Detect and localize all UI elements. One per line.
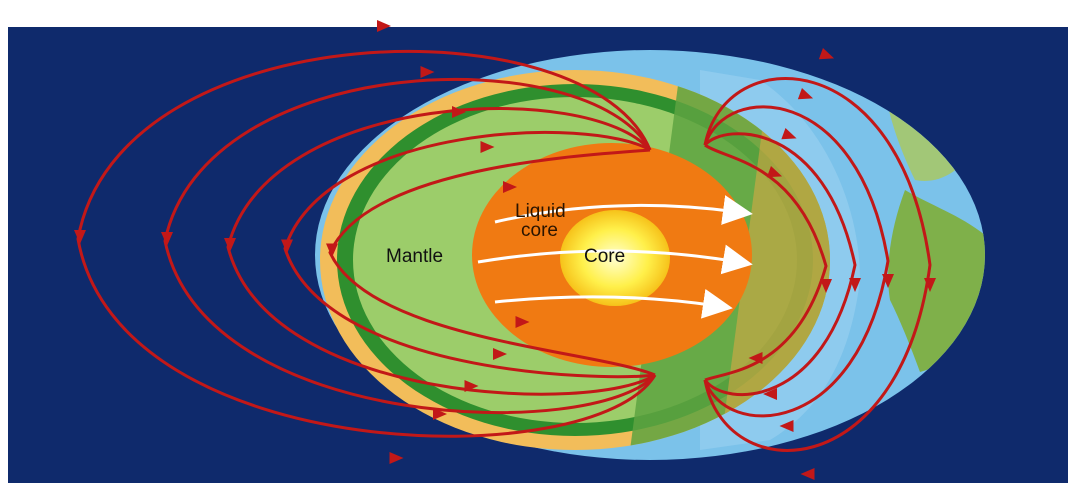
field-line-arrow-icon	[281, 239, 293, 254]
field-line-arrow-icon	[74, 230, 86, 244]
field-line-arrow-icon	[503, 181, 517, 193]
inner-core	[560, 210, 670, 306]
field-line-arrow-icon	[779, 420, 794, 432]
continent-africa	[888, 190, 985, 372]
field-line-arrow-icon	[748, 352, 763, 364]
field-line	[703, 105, 890, 418]
label-liquid-core-line1: Liquid	[515, 201, 566, 222]
field-line-arrow-icon	[377, 20, 391, 32]
field-line-arrow-icon	[763, 388, 777, 400]
field-line-arrow-icon	[326, 243, 338, 258]
field-line-arrow-icon	[800, 468, 815, 480]
field-line-arrow-icon	[464, 380, 479, 392]
field-line-arrow-icon	[515, 316, 530, 328]
field-line-arrow-icon	[493, 348, 507, 360]
field-line	[703, 132, 857, 397]
convection-arrow-icon	[494, 195, 753, 225]
field-line-arrow-icon	[781, 127, 797, 140]
field-line-arrow-icon	[849, 278, 861, 292]
field-line	[704, 143, 828, 382]
field-line-arrow-icon	[820, 279, 832, 293]
convection-arrows	[477, 195, 753, 319]
field-line-arrow-icon	[882, 274, 894, 288]
earth-cutaway	[320, 70, 830, 450]
label-mantle: Mantle	[386, 246, 443, 267]
field-line-arrow-icon	[480, 141, 495, 153]
labels: Liquid core Mantle Core	[386, 201, 625, 267]
convection-arrow-icon	[494, 288, 733, 319]
label-core: Core	[584, 246, 625, 267]
field-line-arrow-icon	[797, 87, 814, 100]
field-line-arrow-icon	[389, 452, 404, 464]
field-line-arrow-icon	[420, 66, 435, 78]
label-liquid-core-line2: core	[521, 220, 558, 241]
field-line-arrow-icon	[924, 278, 936, 292]
field-line-arrow-icon	[766, 165, 783, 178]
field-line-arrow-icon	[818, 47, 835, 60]
field-line-arrow-icon	[224, 238, 236, 252]
field-line-arrow-icon	[161, 232, 173, 246]
field-line-arrow-icon	[452, 106, 466, 118]
magnetic-field-lines	[74, 20, 936, 480]
convection-arrow-icon	[477, 244, 753, 275]
field-line-arrow-icon	[433, 408, 447, 420]
field-line	[703, 77, 932, 452]
